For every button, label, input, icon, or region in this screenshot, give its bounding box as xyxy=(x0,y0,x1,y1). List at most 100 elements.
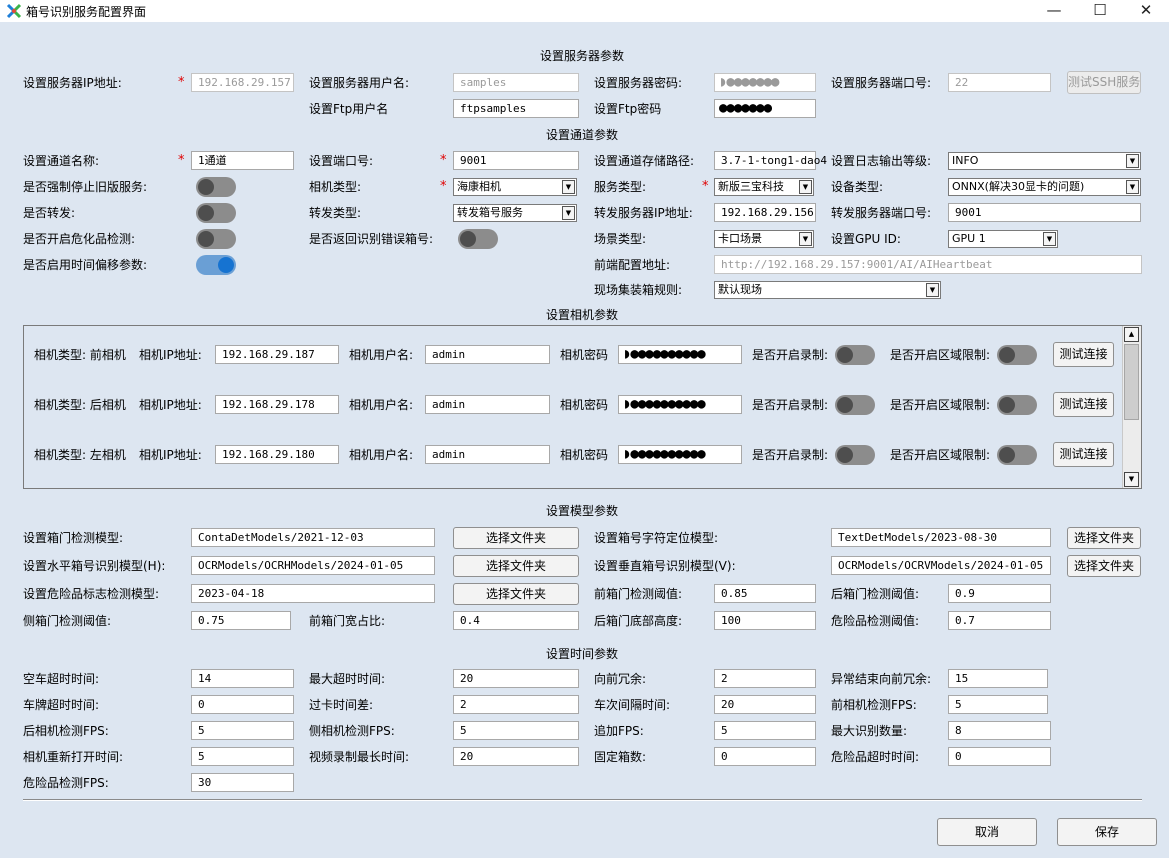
camera-record-toggle[interactable] xyxy=(835,395,875,415)
camera-user-input[interactable]: admin xyxy=(425,395,550,414)
forward-ip-input[interactable]: 192.168.29.156 xyxy=(714,203,816,222)
camera-zone-toggle[interactable] xyxy=(997,445,1037,465)
camera-zone-toggle[interactable] xyxy=(997,345,1037,365)
camera-pwd-input[interactable]: ◗●●●●●●●●●● xyxy=(618,345,742,364)
forward-redundancy-input[interactable]: 2 xyxy=(714,669,816,688)
chevron-down-icon[interactable]: ▼ xyxy=(1043,232,1056,246)
channel-section-heading: 设置通道参数 xyxy=(546,128,619,142)
chevron-down-icon[interactable]: ▼ xyxy=(799,180,812,194)
camera-user-input[interactable]: admin xyxy=(425,345,550,364)
server-port-input[interactable]: 22 xyxy=(948,73,1051,92)
camera-list-scrollbar[interactable]: ▲ ▼ xyxy=(1122,326,1141,488)
choose-folder-button[interactable]: 选择文件夹 xyxy=(1067,555,1141,577)
max-recognition-count-input[interactable]: 8 xyxy=(948,721,1051,740)
toggle-knob xyxy=(999,397,1015,413)
choose-folder-button[interactable]: 选择文件夹 xyxy=(453,527,579,549)
door-model-input[interactable]: ContaDetModels/2021-12-03 xyxy=(191,528,435,547)
back-door-threshold-input[interactable]: 0.9 xyxy=(948,584,1051,603)
plate-timeout-input[interactable]: 0 xyxy=(191,695,294,714)
choose-folder-button[interactable]: 选择文件夹 xyxy=(1067,527,1141,549)
time-offset-toggle[interactable] xyxy=(196,255,236,275)
chevron-down-icon[interactable]: ▼ xyxy=(562,206,575,220)
camera-user-input[interactable]: admin xyxy=(425,445,550,464)
chevron-down-icon[interactable]: ▼ xyxy=(562,180,575,194)
front-door-threshold-input[interactable]: 0.85 xyxy=(714,584,816,603)
hazard-timeout-input[interactable]: 0 xyxy=(948,747,1051,766)
camera-ip-input[interactable]: 192.168.29.180 xyxy=(215,445,339,464)
scroll-thumb[interactable] xyxy=(1124,344,1139,420)
back-fps-input[interactable]: 5 xyxy=(191,721,294,740)
camera-zone-toggle[interactable] xyxy=(997,395,1037,415)
choose-folder-button[interactable]: 选择文件夹 xyxy=(453,583,579,605)
ftp-pwd-input[interactable]: ●●●●●●● xyxy=(714,99,816,118)
close-button[interactable]: ✕ xyxy=(1139,1,1153,19)
char-model-input[interactable]: TextDetModels/2023-08-30 xyxy=(831,528,1051,547)
cancel-button[interactable]: 取消 xyxy=(937,818,1037,846)
frontend-url-input[interactable]: http://192.168.29.157:9001/AI/AIHeartbea… xyxy=(714,255,1142,274)
vehicle-interval-input[interactable]: 20 xyxy=(714,695,816,714)
camera-type-select[interactable]: 海康相机 ▼ xyxy=(453,178,577,196)
hocr-model-input[interactable]: OCRModels/OCRHModels/2024-01-05 xyxy=(191,556,435,575)
chevron-down-icon[interactable]: ▼ xyxy=(1126,154,1139,168)
chevron-down-icon[interactable]: ▼ xyxy=(926,283,939,297)
hazard-detect-toggle[interactable] xyxy=(196,229,236,249)
minimize-button[interactable]: — xyxy=(1046,1,1062,19)
stop-old-service-toggle[interactable] xyxy=(196,177,236,197)
gpu-id-select[interactable]: GPU 1 ▼ xyxy=(948,230,1058,248)
hazmark-model-input[interactable]: 2023-04-18 xyxy=(191,584,435,603)
front-fps-input[interactable]: 5 xyxy=(948,695,1048,714)
camera-reopen-input[interactable]: 5 xyxy=(191,747,294,766)
ftp-user-input[interactable]: ftpsamples xyxy=(453,99,579,118)
front-width-ratio-input[interactable]: 0.4 xyxy=(453,611,579,630)
test-ssh-button[interactable]: 测试SSH服务 xyxy=(1067,71,1141,94)
camera-record-toggle[interactable] xyxy=(835,345,875,365)
vocr-model-input[interactable]: OCRModels/OCRVModels/2024-01-05 xyxy=(831,556,1051,575)
scroll-up-arrow-icon[interactable]: ▲ xyxy=(1124,327,1139,342)
forward-port-input[interactable]: 9001 xyxy=(948,203,1141,222)
camera-ip-input[interactable]: 192.168.29.178 xyxy=(215,395,339,414)
server-pwd-input[interactable]: ◗●●●●●●● xyxy=(714,73,816,92)
scene-type-select[interactable]: 卡口场景 ▼ xyxy=(714,230,814,248)
hazard-threshold-input[interactable]: 0.7 xyxy=(948,611,1051,630)
container-rule-select[interactable]: 默认现场 ▼ xyxy=(714,281,941,299)
channel-name-input[interactable]: 1通道 xyxy=(191,151,294,170)
hazard-fps-label: 危险品检测FPS: xyxy=(23,776,109,790)
camera-pwd-input[interactable]: ◗●●●●●●●●●● xyxy=(618,395,742,414)
test-connection-button[interactable]: 测试连接 xyxy=(1053,392,1114,417)
save-button[interactable]: 保存 xyxy=(1057,818,1157,846)
add-fps-input[interactable]: 5 xyxy=(714,721,816,740)
back-bottom-height-label: 后箱门底部高度: xyxy=(594,614,683,628)
chevron-down-icon[interactable]: ▼ xyxy=(799,232,812,246)
choose-folder-button[interactable]: 选择文件夹 xyxy=(453,555,579,577)
abnormal-end-input[interactable]: 15 xyxy=(948,669,1048,688)
test-connection-button[interactable]: 测试连接 xyxy=(1053,442,1114,467)
scroll-down-arrow-icon[interactable]: ▼ xyxy=(1124,472,1139,487)
chevron-down-icon[interactable]: ▼ xyxy=(1126,180,1139,194)
return-error-toggle[interactable] xyxy=(458,229,498,249)
server-ip-input[interactable]: 192.168.29.157 xyxy=(191,73,294,92)
channel-path-input[interactable]: 3.7-1-tong1-dao4 xyxy=(714,151,827,170)
side-door-threshold-input[interactable]: 0.75 xyxy=(191,611,291,630)
forward-toggle[interactable] xyxy=(196,203,236,223)
forward-type-select[interactable]: 转发箱号服务 ▼ xyxy=(453,204,577,222)
back-bottom-height-input[interactable]: 100 xyxy=(714,611,816,630)
maximize-button[interactable]: ☐ xyxy=(1093,1,1107,19)
server-user-input[interactable]: samples xyxy=(453,73,579,92)
empty-timeout-input[interactable]: 14 xyxy=(191,669,294,688)
camera-pwd-input[interactable]: ◗●●●●●●●●●● xyxy=(618,445,742,464)
max-timeout-input[interactable]: 20 xyxy=(453,669,579,688)
camera-ip-input[interactable]: 192.168.29.187 xyxy=(215,345,339,364)
device-type-select[interactable]: ONNX(解决30显卡的问题) ▼ xyxy=(948,178,1141,196)
fixed-box-count-input[interactable]: 0 xyxy=(714,747,816,766)
camera-record-toggle[interactable] xyxy=(835,445,875,465)
hazard-fps-input[interactable]: 30 xyxy=(191,773,294,792)
log-level-select[interactable]: INFO ▼ xyxy=(948,152,1141,170)
vehicle-interval-label: 车次间隔时间: xyxy=(594,698,671,712)
required-marker: * xyxy=(440,179,447,194)
gate-time-diff-input[interactable]: 2 xyxy=(453,695,579,714)
video-max-duration-input[interactable]: 20 xyxy=(453,747,579,766)
test-connection-button[interactable]: 测试连接 xyxy=(1053,342,1114,367)
service-type-select[interactable]: 新版三宝科技 ▼ xyxy=(714,178,814,196)
channel-port-input[interactable]: 9001 xyxy=(453,151,579,170)
side-fps-input[interactable]: 5 xyxy=(453,721,579,740)
